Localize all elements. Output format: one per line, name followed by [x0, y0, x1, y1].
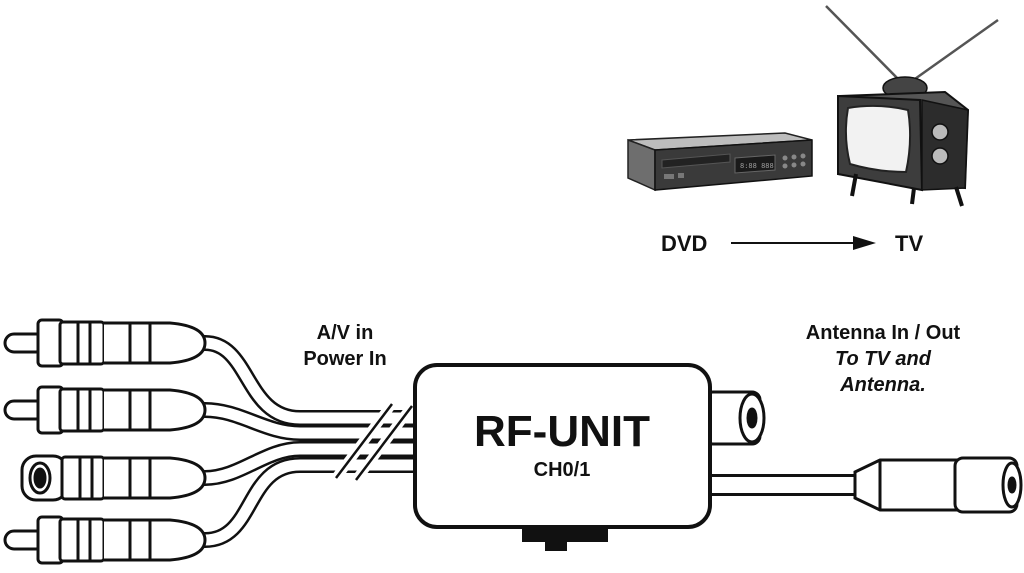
dvd-display-text: 8:88 888 [740, 162, 774, 170]
dvd-player-icon: 8:88 888 [627, 132, 813, 192]
rca-jack-3 [20, 454, 207, 502]
rca-plug-1 [3, 318, 207, 368]
cable-break-mark [332, 400, 416, 484]
rca-plug-4 [3, 515, 207, 565]
rca-plug-2 [3, 385, 207, 435]
av-in-label: A/V in [317, 322, 374, 344]
to-tv-label: To TV and [835, 348, 932, 370]
antenna-in-out-label: Antenna In / Out [806, 322, 961, 344]
tv-label: TV [895, 231, 923, 256]
rf-unit-channel: CH0/1 [534, 459, 591, 481]
retro-tv-icon [825, 5, 999, 207]
dvd-label: DVD [661, 231, 707, 256]
flow-arrow [731, 236, 876, 250]
rf-unit-name: RF-UNIT [474, 407, 650, 456]
rca-plug-icon [3, 318, 207, 565]
av-cable-bundle [197, 335, 423, 548]
antenna-out-connector [853, 456, 1023, 514]
antenna-label: Antenna. [839, 374, 926, 396]
channel-switch [522, 527, 608, 551]
antenna-in-jack [703, 390, 766, 446]
power-in-label: Power In [303, 348, 386, 370]
